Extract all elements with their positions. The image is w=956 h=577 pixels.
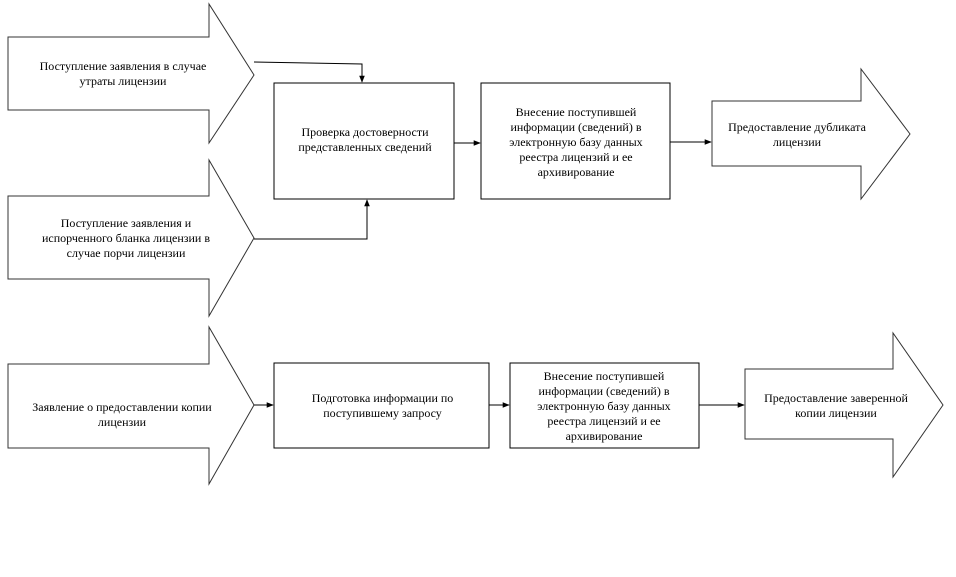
connector-damaged-to-verify <box>254 199 370 240</box>
output-arrow-certified-copy <box>744 331 944 479</box>
output-arrow-duplicate <box>711 67 911 201</box>
register-2-label: Внесение поступившей информации (сведени… <box>537 368 671 443</box>
register-box-1 <box>480 82 671 200</box>
prepare-label: Подготовка информации по поступившему за… <box>311 391 454 420</box>
verify-label: Проверка достоверности представленных св… <box>298 125 432 154</box>
register-1-label: Внесение поступившей информации (сведени… <box>509 104 643 179</box>
output-duplicate-label: Предоставление дубликата лицензии <box>728 120 866 149</box>
input-arrow-damaged <box>7 158 255 318</box>
output-certified-copy-label: Предоставление заверенной копии лицензии <box>764 391 908 420</box>
input-damaged-label: Поступление заявления и испорченного бла… <box>41 215 211 260</box>
input-arrow-lost <box>7 2 255 145</box>
input-copy-request-label: Заявление о предоставлении копии лицензи… <box>32 400 212 429</box>
input-arrow-copy-request <box>7 325 255 486</box>
connector-lost-to-verify <box>253 61 365 83</box>
verify-box <box>273 82 455 200</box>
input-lost-label: Поступление заявления в случае утраты ли… <box>39 59 207 88</box>
prepare-box <box>273 362 490 449</box>
